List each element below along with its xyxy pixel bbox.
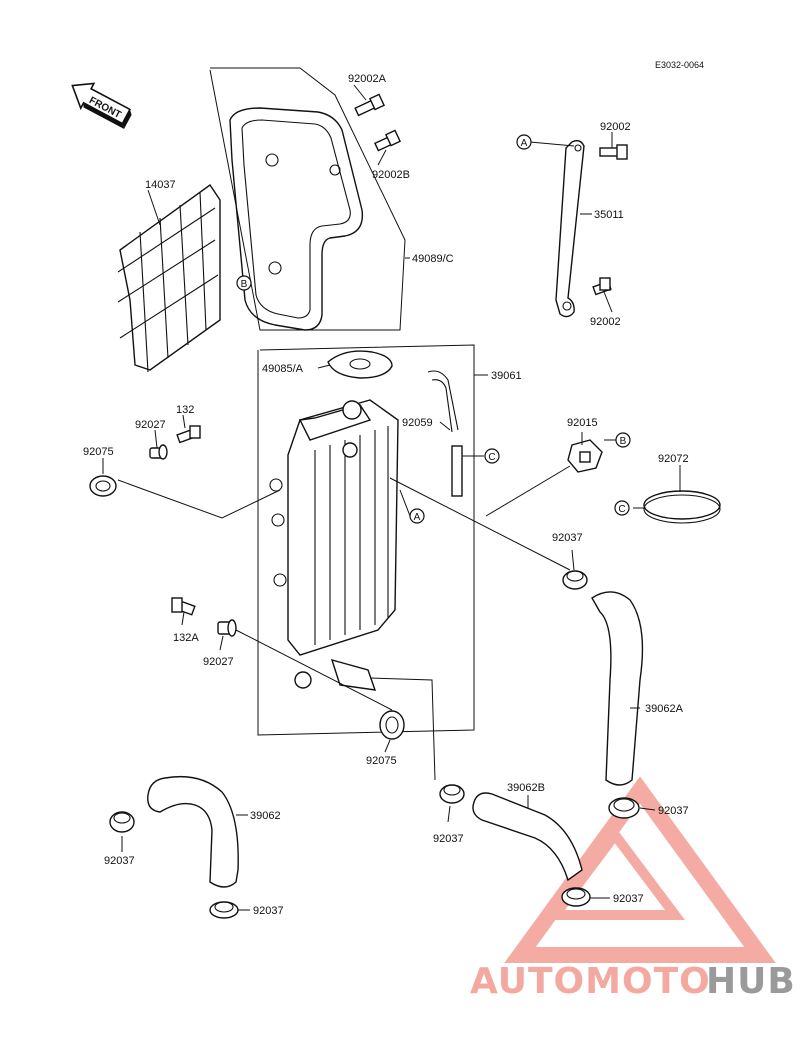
band-92072	[643, 490, 721, 524]
radiator-grille	[117, 184, 221, 373]
radiator-core	[269, 399, 399, 691]
ref-circle-b-grommet: B	[615, 432, 631, 448]
front-arrow-icon: FRONT	[71, 82, 132, 129]
grommet-92075-left	[89, 475, 117, 497]
radiator-shroud	[229, 107, 364, 331]
label-49089c: 49089/C	[412, 253, 454, 265]
ref-circle-c-band: C	[614, 500, 630, 516]
label-92002-bottom: 92002	[590, 316, 621, 328]
bolt-92002-bottom	[592, 277, 612, 296]
clamp-92037-left-bottom	[209, 901, 239, 919]
watermark-text: AUTOMOTO HUB	[470, 961, 796, 1002]
hose-39062	[147, 775, 239, 888]
label-92015: 92015	[567, 417, 598, 429]
label-92002-top: 92002	[600, 121, 631, 133]
svg-text:C: C	[488, 452, 495, 463]
bolt-132a	[171, 597, 196, 616]
overflow-tube	[427, 370, 463, 497]
collar-92027-bottom	[217, 619, 237, 637]
bolt-92002b	[374, 129, 401, 152]
clamp-92037-right-top	[608, 797, 640, 819]
label-49085a: 49085/A	[262, 363, 304, 375]
bolt-92002-top	[599, 144, 628, 160]
grommet-92015	[567, 439, 603, 473]
label-14037: 14037	[145, 179, 176, 191]
label-92027-bottom: 92027	[203, 656, 234, 668]
hose-39062a	[591, 591, 644, 786]
svg-text:A: A	[414, 512, 421, 523]
label-39062: 39062	[250, 810, 281, 822]
label-92075-left: 92075	[83, 446, 114, 458]
svg-text:B: B	[620, 436, 627, 447]
diagram-code: E3032-0064	[655, 60, 704, 70]
leader-lines	[102, 67, 681, 911]
label-92037-right-bottom: 92037	[613, 893, 644, 905]
bracket-35011	[555, 139, 585, 318]
cap-gasket	[327, 350, 393, 379]
ref-circle-b-shroud: B	[236, 275, 252, 291]
svg-text:A: A	[521, 138, 528, 149]
label-39062b: 39062B	[507, 782, 545, 794]
label-92037-left: 92037	[104, 855, 135, 867]
collar-92027-top	[149, 444, 168, 460]
label-92075-bottom: 92075	[366, 755, 397, 767]
label-92027-top: 92027	[135, 419, 166, 431]
ref-circle-a-radiator: A	[409, 508, 425, 524]
label-92002b: 92002B	[372, 169, 410, 181]
assembly-box	[257, 344, 475, 736]
label-92037-mid: 92037	[552, 532, 583, 544]
bolt-132	[176, 425, 201, 444]
grommet-92075-bottom	[379, 710, 405, 740]
label-92002a: 92002A	[348, 73, 387, 85]
label-132a: 132A	[173, 632, 199, 644]
label-92037-left-bottom: 92037	[253, 905, 284, 917]
label-92059: 92059	[402, 417, 433, 429]
watermark-logo	[504, 776, 776, 963]
watermark-hub: HUB	[706, 961, 796, 1002]
clamp-92037-mid	[562, 570, 588, 590]
bolt-92002a	[354, 93, 385, 117]
clamp-92037-right-bottom	[561, 887, 591, 907]
label-39061: 39061	[491, 370, 522, 382]
label-39062a: 39062A	[645, 703, 684, 715]
label-132: 132	[176, 404, 194, 416]
clamp-92037-left	[109, 811, 135, 833]
hose-39062b	[472, 792, 583, 882]
ref-circle-c-tube: C	[484, 448, 500, 464]
label-92037-hoseb: 92037	[433, 833, 464, 845]
watermark-automoto: AUTOMOTO	[470, 961, 711, 1002]
label-92037-right-top: 92037	[658, 805, 689, 817]
label-92072: 92072	[658, 453, 689, 465]
svg-text:B: B	[241, 279, 248, 290]
label-35011: 35011	[594, 209, 624, 221]
svg-text:C: C	[618, 504, 625, 515]
ref-circle-a-top: A	[516, 134, 532, 150]
clamp-92037-hoseb	[439, 784, 465, 804]
